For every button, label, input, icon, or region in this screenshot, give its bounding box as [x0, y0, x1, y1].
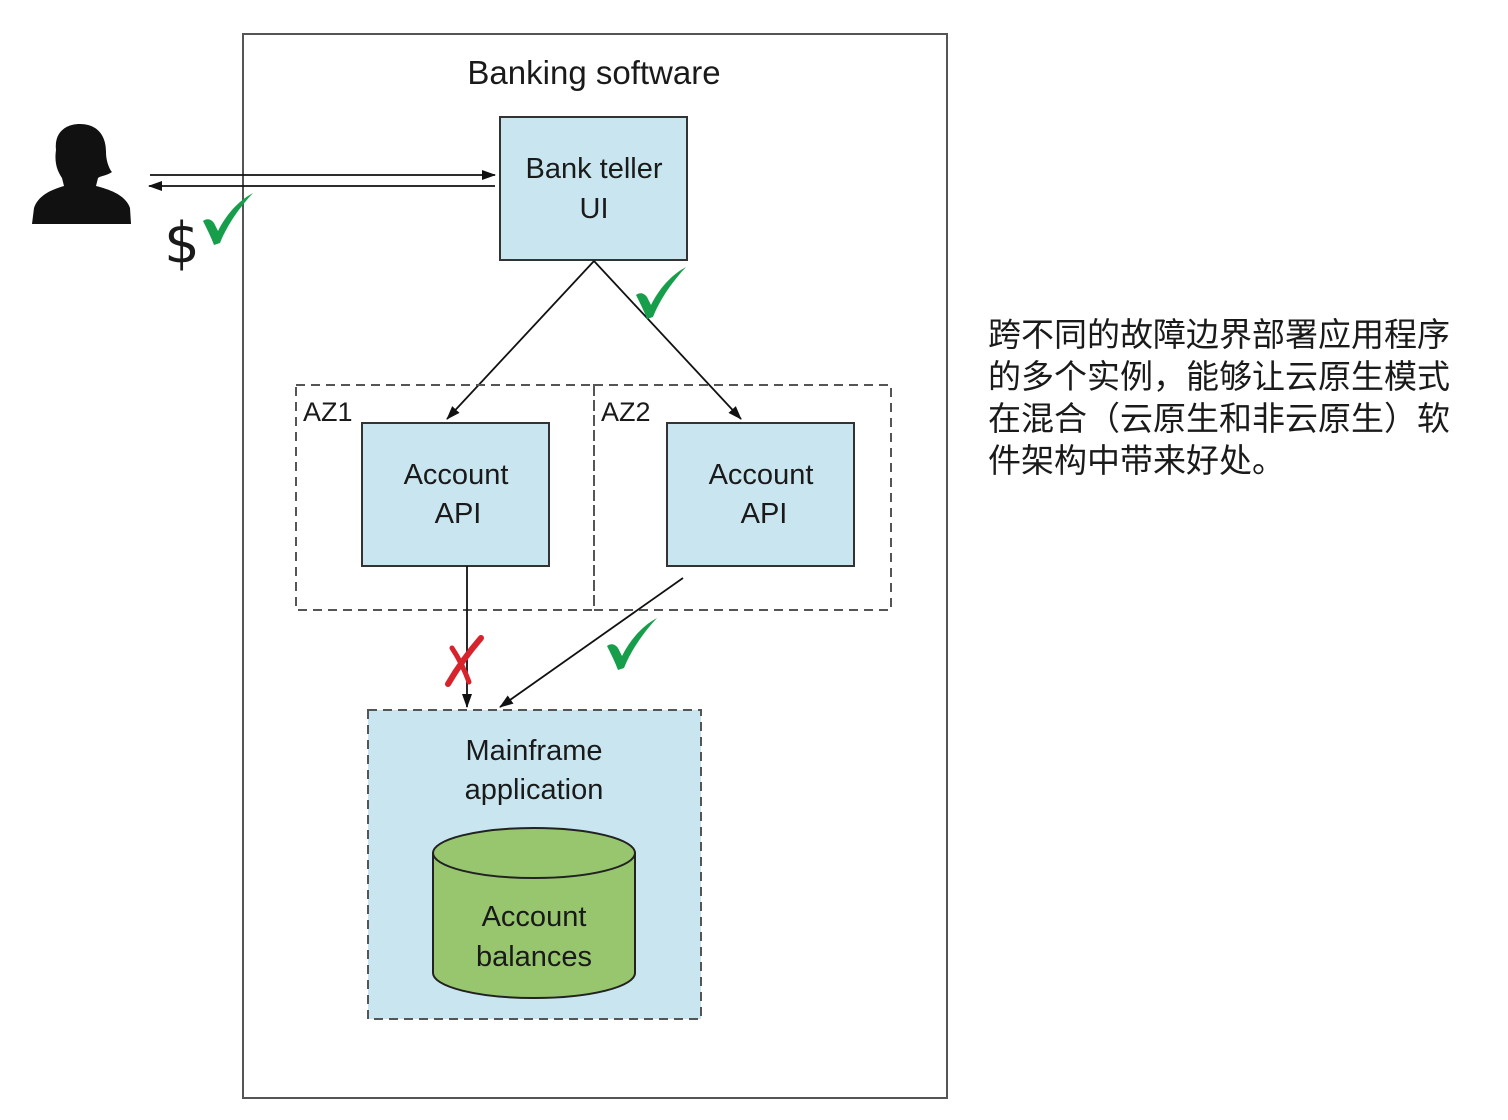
check-icon	[203, 193, 253, 245]
bank-teller-ui-box	[499, 116, 688, 261]
currency-symbol: $	[164, 211, 200, 276]
az2-to-mainframe-arrow	[499, 577, 684, 708]
ui-to-az1-arrow	[446, 260, 595, 420]
account-api-az1-box	[361, 422, 550, 567]
container-title: Banking software	[467, 54, 720, 91]
account-api-az2-label-line1: Account	[709, 459, 814, 491]
caption-line: 件架构中带来好处。	[988, 441, 1285, 480]
database-label-line1: Account	[482, 901, 587, 933]
az2-zone	[593, 384, 892, 611]
database-icon	[432, 827, 636, 999]
person-icon	[32, 124, 131, 224]
caption-line: 在混合（云原生和非云原生）软	[988, 399, 1450, 438]
bank-teller-ui-label-line1: Bank teller	[525, 153, 662, 185]
caption-line: 跨不同的故障边界部署应用程序	[988, 315, 1450, 354]
banking-software-container	[242, 33, 948, 1099]
mainframe-label-line1: Mainframe	[466, 735, 603, 767]
account-api-az2-box	[666, 422, 855, 567]
account-api-az1-label-line1: Account	[404, 459, 509, 491]
bank-teller-ui-label-line2: UI	[580, 193, 609, 225]
ui-to-az2-arrow	[593, 260, 742, 420]
az2-label: AZ2	[601, 397, 651, 427]
account-api-az1-label-line2: API	[435, 498, 482, 530]
az1-label: AZ1	[303, 397, 353, 427]
check-icon	[636, 267, 686, 319]
caption: 跨不同的故障边界部署应用程序 的多个实例，能够让云原生模式 在混合（云原生和非云…	[988, 315, 1450, 480]
database-label-line2: balances	[476, 941, 592, 973]
caption-line: 的多个实例，能够让云原生模式	[988, 357, 1450, 396]
account-api-az2-label-line2: API	[741, 498, 788, 530]
cross-icon	[445, 635, 484, 687]
mainframe-label-line2: application	[465, 774, 604, 806]
